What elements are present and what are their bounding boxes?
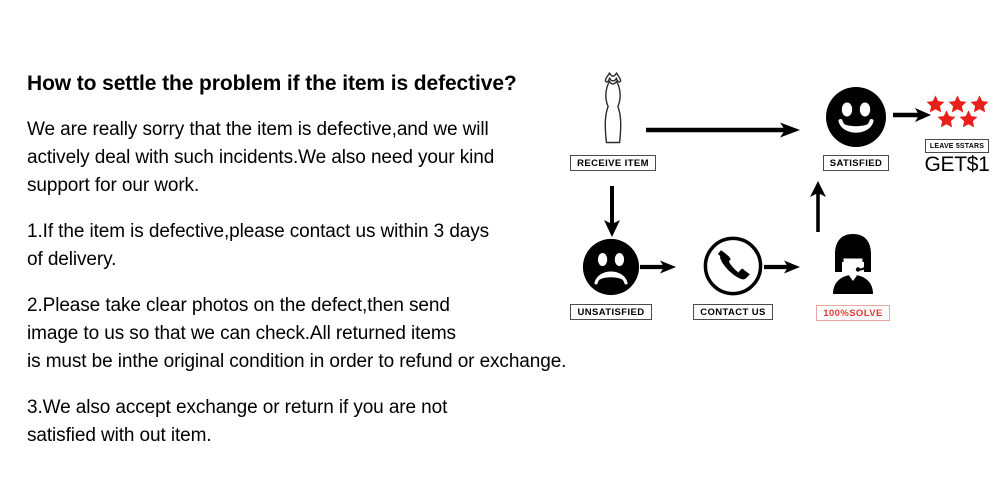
flow-node-solved: 100%SOLVE xyxy=(798,232,908,321)
flow-node-contact-us-caption: CONTACT US xyxy=(693,304,773,320)
policy-text-column: How to settle the problem if the item is… xyxy=(27,70,687,468)
paragraph-intro-line-3: support for our work. xyxy=(27,175,200,196)
paragraph-intro: We are really sorry that the item is def… xyxy=(27,116,687,200)
flow-node-reward-caption: LEAVE 5STARS xyxy=(924,139,990,153)
paragraph-point-3-line-1: 3.We also accept exchange or return if y… xyxy=(27,397,448,418)
flow-node-solved-caption: 100%SOLVE xyxy=(816,305,890,321)
paragraph-intro-line-1: We are really sorry that the item is def… xyxy=(27,119,489,140)
arrow-receive-to-satisfied xyxy=(646,120,802,140)
paragraph-point-1: 1.If the item is defective,please contac… xyxy=(27,218,687,274)
paragraph-point-3-line-2: satisfied with out item. xyxy=(27,425,212,446)
paragraph-point-2-line-2: image to us so that we can check.All ret… xyxy=(27,323,456,344)
page-title: How to settle the problem if the item is… xyxy=(27,72,517,95)
reward-amount-text: GET$1 xyxy=(924,153,990,176)
returns-flowchart: RECEIVE ITEM SATISFIED xyxy=(548,70,1000,340)
paragraph-point-1-line-1: 1.If the item is defective,please contac… xyxy=(27,221,490,242)
flow-node-unsatisfied: UNSATISFIED xyxy=(556,238,666,320)
flow-node-unsatisfied-caption: UNSATISFIED xyxy=(570,304,652,320)
arrow-contact-to-solved xyxy=(764,258,802,276)
stars-row-top xyxy=(911,94,1000,114)
flow-node-receive-item: RECEIVE ITEM xyxy=(558,70,668,171)
five-stars-icon xyxy=(911,94,1000,129)
arrow-satisfied-to-reward xyxy=(893,106,933,124)
phone-icon xyxy=(678,236,788,296)
stars-row-bottom xyxy=(911,109,1000,129)
smiley-sad-icon xyxy=(556,238,666,296)
support-agent-icon xyxy=(798,232,908,296)
flow-node-satisfied-caption: SATISFIED xyxy=(822,155,890,171)
arrow-solved-to-satisfied xyxy=(806,180,830,232)
paragraph-point-2-line-1: 2.Please take clear photos on the defect… xyxy=(27,295,450,316)
flow-node-reward: LEAVE 5STARS GET$1 xyxy=(911,94,1000,176)
paragraph-point-1-line-2: of delivery. xyxy=(27,249,117,270)
paragraph-intro-line-2: actively deal with such incidents.We als… xyxy=(27,147,495,168)
arrow-receive-to-unsatisfied xyxy=(600,186,624,238)
dress-icon xyxy=(558,70,668,148)
paragraph-point-3: 3.We also accept exchange or return if y… xyxy=(27,394,687,450)
flow-node-satisfied: SATISFIED xyxy=(801,70,911,171)
flow-node-receive-item-caption: RECEIVE ITEM xyxy=(570,155,656,171)
paragraph-point-2: 2.Please take clear photos on the defect… xyxy=(27,292,687,376)
paragraph-point-2-line-3: is must be inthe original condition in o… xyxy=(27,351,567,372)
flow-node-contact-us: CONTACT US xyxy=(678,236,788,320)
arrow-unsatisfied-to-contact xyxy=(640,258,678,276)
smiley-happy-icon xyxy=(801,70,911,148)
